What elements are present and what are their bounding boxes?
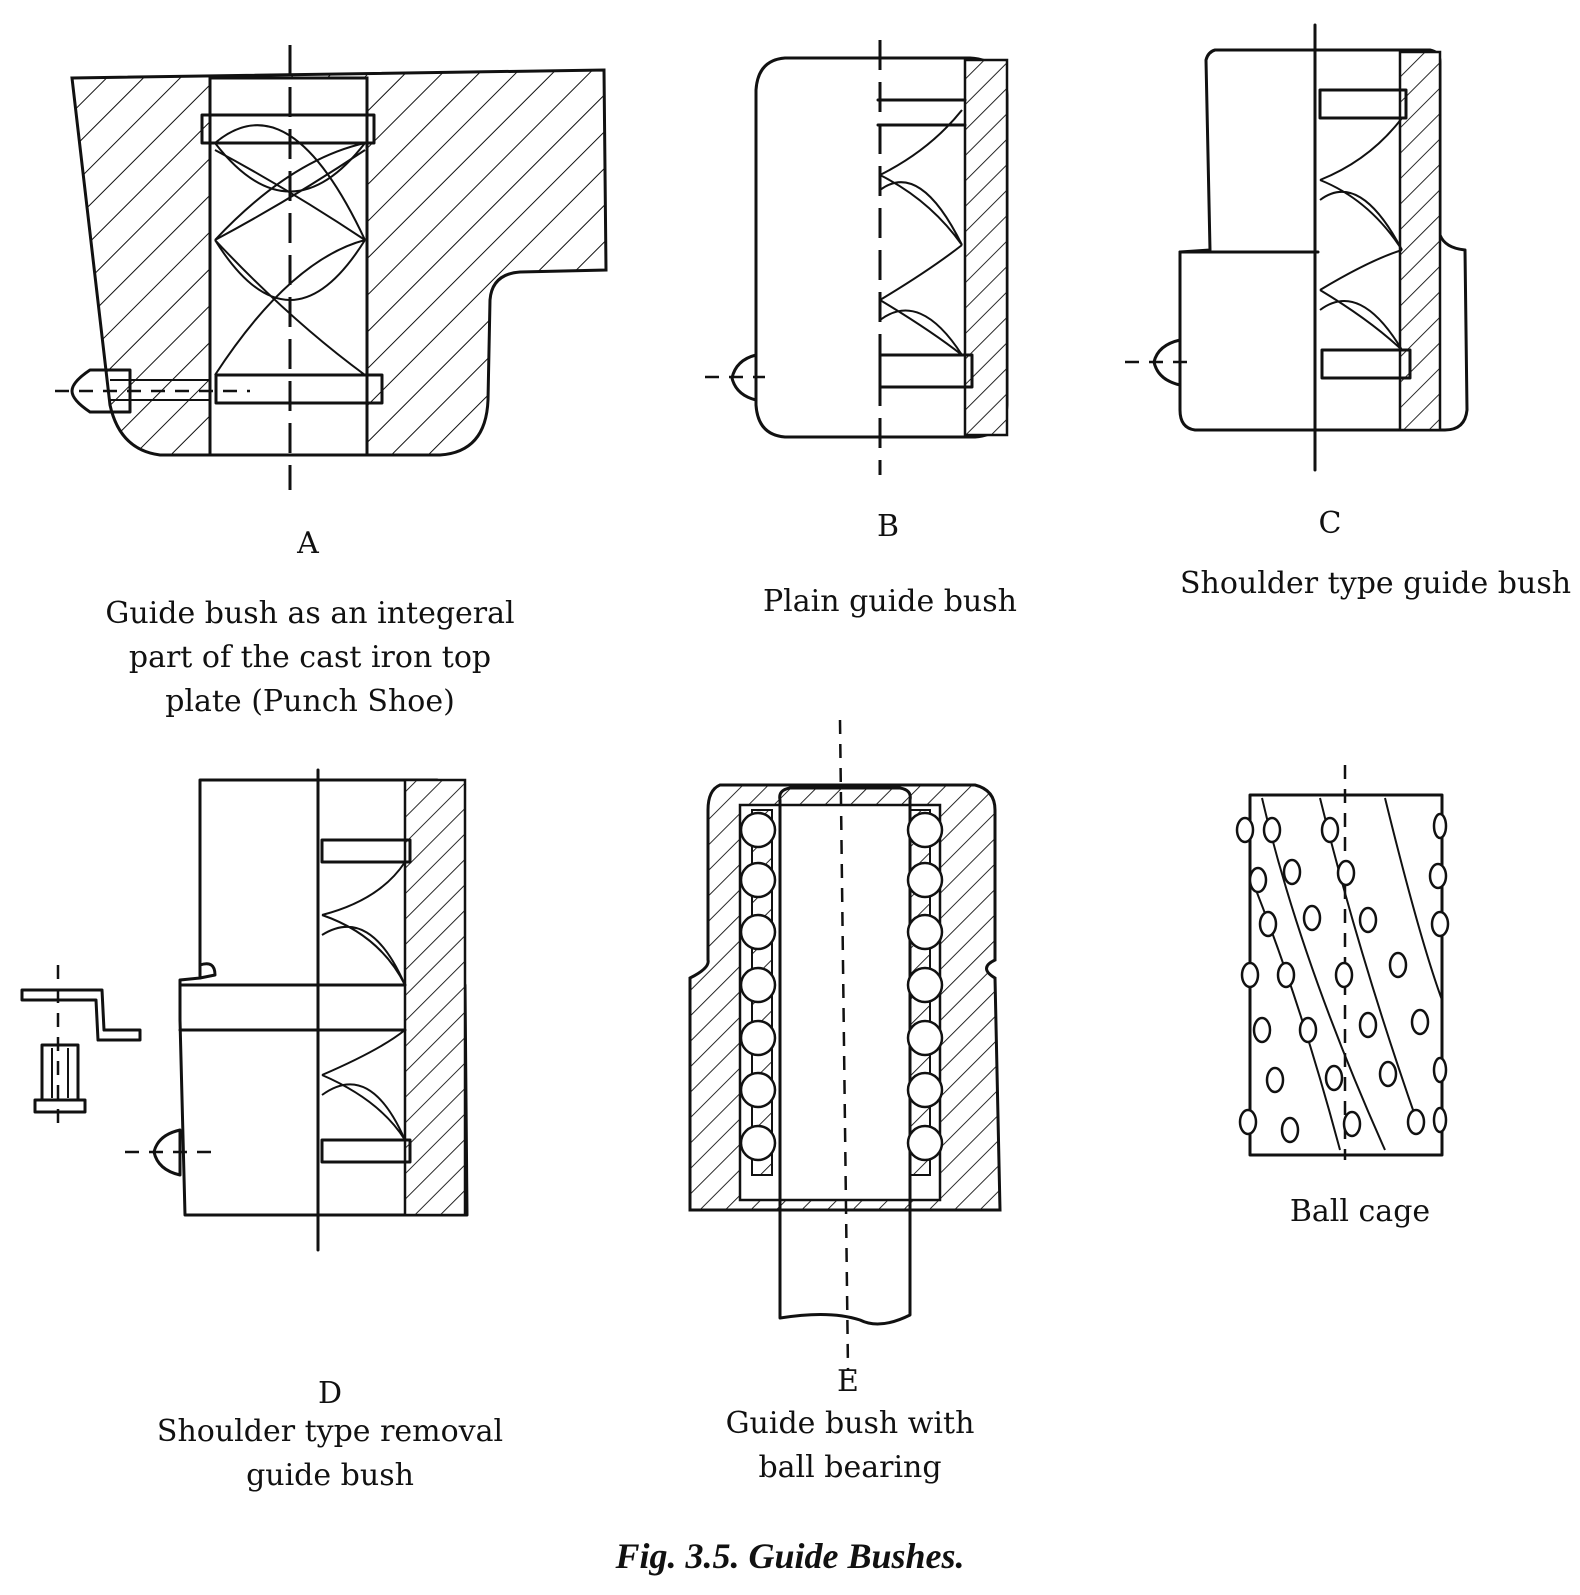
panel-a-drawing	[55, 45, 608, 490]
ball-cage-caption: Ball cage	[1289, 1194, 1431, 1229]
panel-d-drawing	[20, 768, 469, 1252]
clamp-plate	[20, 988, 142, 1042]
panel-a-letter: A	[297, 526, 319, 561]
balls-left	[739, 811, 777, 1162]
balls-right	[906, 811, 944, 1162]
cage-balls	[1235, 812, 1450, 1144]
panel-c-letter: C	[1318, 506, 1342, 541]
panel-b-caption: Plain guide bush	[763, 584, 1017, 619]
clamp-screw	[33, 1043, 87, 1114]
panel-c-caption: Shoulder type guide bush	[1180, 566, 1572, 601]
panel-d-letter: D	[317, 1376, 343, 1411]
figure-caption: Fig. 3.5. Guide Bushes.	[615, 1536, 965, 1576]
panel-e-letter: E	[837, 1364, 859, 1399]
panel-c-drawing	[1125, 23, 1469, 472]
panel-a-caption: Guide bush as an integeral part of the c…	[105, 596, 515, 719]
centre-line-e	[838, 719, 850, 1371]
locking-screw-a	[70, 368, 132, 414]
panel-e-caption: Guide bush with ball bearing	[725, 1406, 975, 1485]
guide-pillar	[778, 786, 912, 1326]
panel-e-drawing	[688, 719, 1002, 1371]
ball-cage-drawing	[1235, 765, 1450, 1160]
panel-b-letter: B	[876, 509, 900, 544]
panel-b-drawing	[705, 40, 1009, 475]
panel-d-caption: Shoulder type removal guide bush	[156, 1414, 504, 1493]
